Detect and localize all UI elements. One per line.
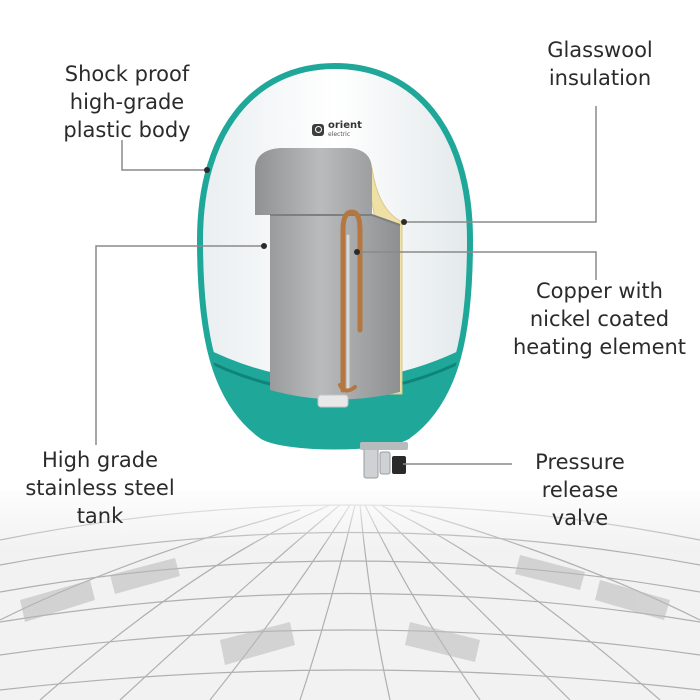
callout-line: heating element <box>512 335 687 359</box>
callout-line: stainless steel <box>25 476 175 500</box>
brand-name: orient <box>328 120 362 131</box>
stainless-steel-tank <box>255 148 401 408</box>
callout-copper-element: Copper with nickel coated heating elemen… <box>507 277 692 361</box>
callout-line: release <box>541 478 619 502</box>
callout-line: plastic body <box>63 118 191 142</box>
callout-line: valve <box>551 506 609 530</box>
callout-line: Shock proof <box>64 62 190 86</box>
brand-sub: electric <box>328 131 351 138</box>
callout-line: Glasswool <box>547 38 653 62</box>
callout-line: high-grade <box>69 90 185 114</box>
callout-line: tank <box>76 504 124 528</box>
leader-lines <box>95 106 597 465</box>
floor-grid <box>0 480 700 700</box>
callout-line: High grade <box>41 448 159 472</box>
callout-glasswool: Glasswool insulation <box>525 36 675 92</box>
callout-line: Pressure <box>535 450 625 474</box>
orient-logo-icon <box>312 123 324 136</box>
callout-valve: Pressure release valve <box>510 448 650 532</box>
callout-line: nickel coated <box>529 307 670 331</box>
callout-line: insulation <box>548 66 652 90</box>
copper-heating-element <box>338 209 363 393</box>
callout-line: Copper with <box>536 279 663 303</box>
pressure-release-valve <box>360 442 408 479</box>
callout-tank: High grade stainless steel tank <box>20 446 180 530</box>
callout-plastic-body: Shock proof high-grade plastic body <box>52 60 202 144</box>
brand-logo: orient electric <box>312 121 362 138</box>
